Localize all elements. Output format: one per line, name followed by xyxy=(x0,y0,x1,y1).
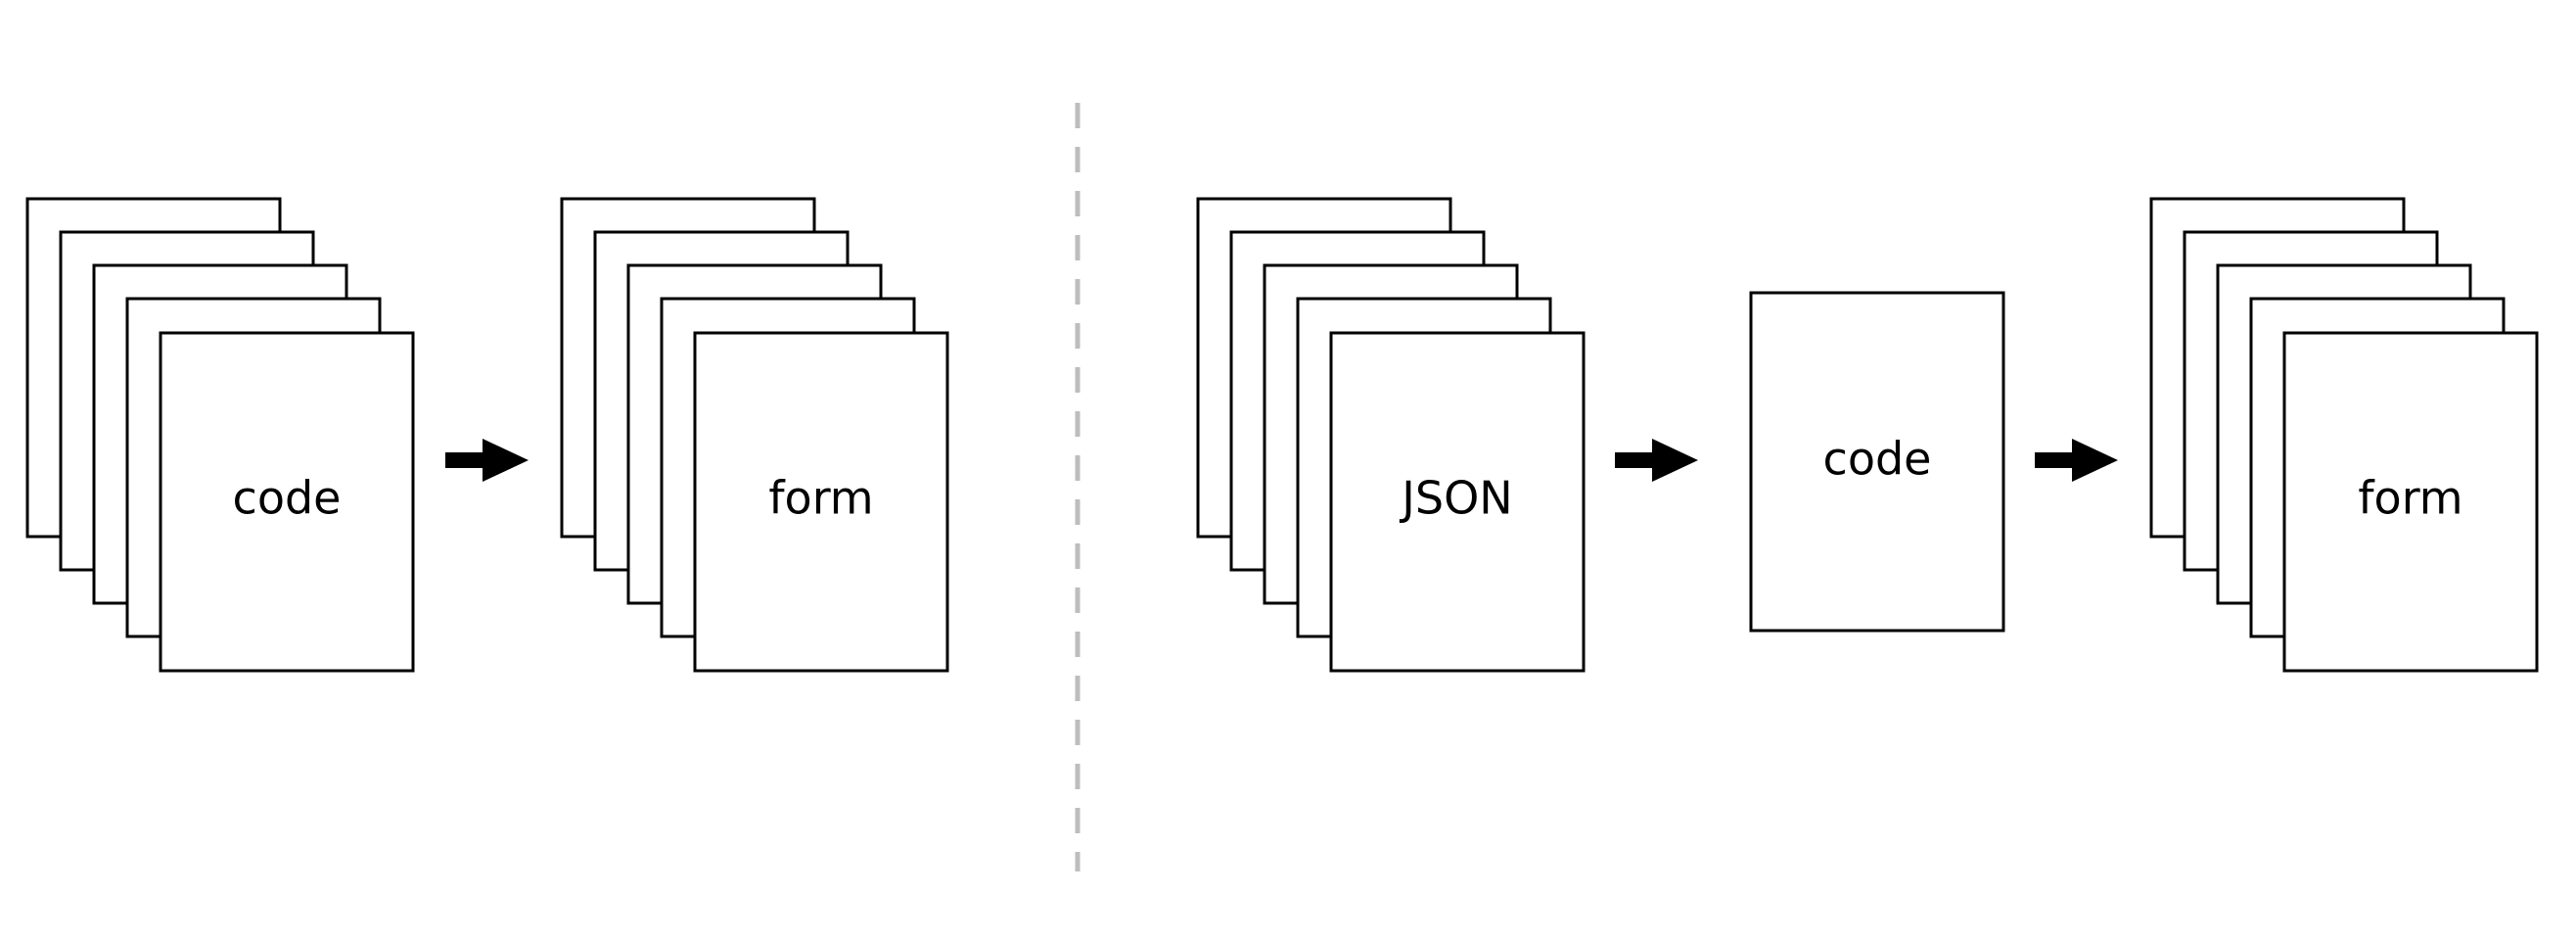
stack-page-front xyxy=(693,331,949,673)
left-section: code form xyxy=(25,197,949,673)
arrow-right-icon xyxy=(1615,439,1698,482)
stack-page-front xyxy=(159,331,415,673)
code-stack-label: code xyxy=(233,472,342,525)
single-page xyxy=(1749,291,2005,633)
stack-page-front xyxy=(1329,331,1586,673)
arrow-right-icon xyxy=(2035,439,2118,482)
form-stack-label: form xyxy=(768,472,873,525)
form-stack-label: form xyxy=(2358,472,2462,525)
code-page-label: code xyxy=(1823,433,1932,486)
code-single-page: code xyxy=(1749,291,2005,633)
form-page-stack: form xyxy=(2149,197,2539,673)
arrow-right-icon xyxy=(445,439,529,482)
right-section: JSON code form xyxy=(1196,197,2539,673)
form-page-stack: form xyxy=(560,197,949,673)
json-stack-label: JSON xyxy=(1399,472,1512,525)
json-page-stack: JSON xyxy=(1196,197,1586,673)
stack-page-front xyxy=(2282,331,2539,673)
code-page-stack: code xyxy=(25,197,415,673)
